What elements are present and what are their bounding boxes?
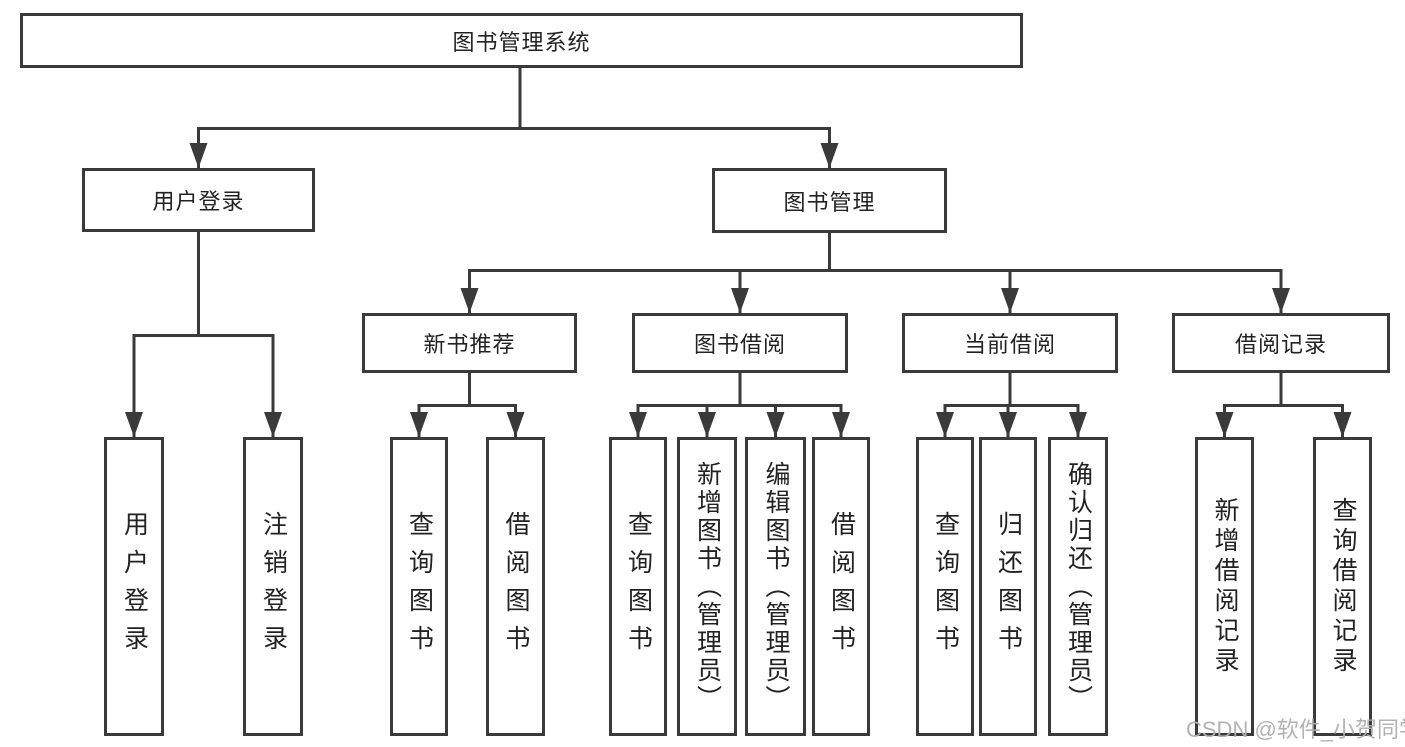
leaf-logout-label: 注销登录 [259,510,288,663]
leaf-recommend-borrow-books: 借阅图书 [486,437,545,736]
leaf-current-return-books: 归还图书 [979,437,1037,736]
leaf-borrowing-borrow-books-label: 借阅图书 [827,510,856,663]
node-root: 图书管理系统 [20,13,1023,68]
leaf-records-query-record: 查询借阅记录 [1313,437,1372,736]
node-book-management-label: 图书管理 [783,189,876,215]
node-book-management: 图书管理 [712,168,947,233]
node-book-borrowing: 图书借阅 [632,313,848,373]
leaf-records-add-record: 新增借阅记录 [1195,437,1254,736]
node-root-label: 图书管理系统 [452,29,591,55]
leaf-current-query-books-label: 查询图书 [931,510,960,663]
leaf-current-confirm-return-label: 确认归还（管理员） [1064,460,1093,713]
leaf-recommend-borrow-books-label: 借阅图书 [502,510,530,663]
node-borrowing-records-label: 借阅记录 [1234,332,1327,357]
leaf-borrowing-query-books-label: 查询图书 [624,510,653,663]
node-new-book-recommend: 新书推荐 [362,313,577,373]
leaf-borrowing-edit-books: 编辑图书（管理员） [745,437,806,736]
leaf-borrowing-add-books-label: 新增图书（管理员） [693,460,722,713]
leaf-user-login-label: 用户登录 [120,510,149,663]
node-current-borrowing-label: 当前借阅 [963,332,1056,357]
leaf-records-query-record-label: 查询借阅记录 [1329,496,1357,677]
node-user-login-branch-label: 用户登录 [152,189,245,214]
leaf-borrowing-edit-books-label: 编辑图书（管理员） [762,460,790,713]
leaf-current-return-books-label: 归还图书 [994,510,1023,663]
leaf-recommend-query-books-label: 查询图书 [405,510,434,663]
node-book-borrowing-label: 图书借阅 [693,332,786,357]
node-current-borrowing: 当前借阅 [902,313,1118,373]
leaf-borrowing-query-books: 查询图书 [609,437,667,736]
leaf-records-add-record-label: 新增借阅记录 [1211,496,1239,677]
leaf-borrowing-add-books: 新增图书（管理员） [677,437,737,736]
node-borrowing-records: 借阅记录 [1172,313,1390,373]
leaf-logout: 注销登录 [243,437,303,736]
leaf-current-confirm-return: 确认归还（管理员） [1048,437,1108,736]
leaf-current-query-books: 查询图书 [916,437,974,736]
node-new-book-recommend-label: 新书推荐 [423,332,516,357]
leaf-borrowing-borrow-books: 借阅图书 [812,437,870,736]
leaf-recommend-query-books: 查询图书 [390,437,448,736]
csdn-watermark: CSDN @软件_小贺同学 [1186,717,1405,742]
node-user-login-branch: 用户登录 [82,168,315,232]
leaf-user-login: 用户登录 [104,437,164,736]
